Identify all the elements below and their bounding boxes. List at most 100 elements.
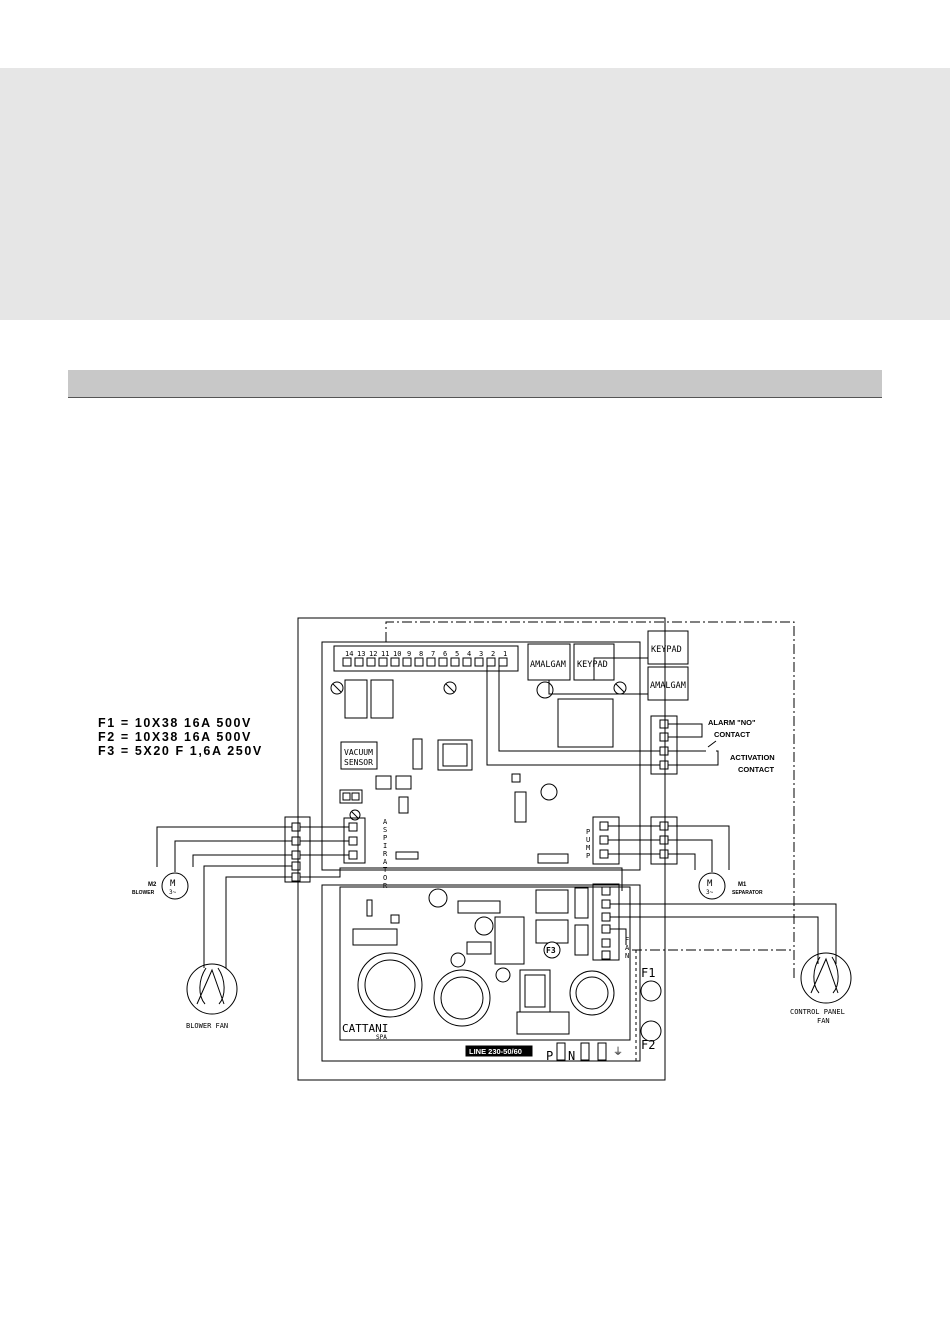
terminal-number: 10 — [393, 650, 401, 658]
fan-output-wire — [300, 867, 623, 891]
board-to-contact-wire-1 — [498, 666, 660, 752]
blower-motor-icon — [161, 872, 189, 900]
terminal-number: 8 — [419, 650, 423, 658]
blower-motor-wire-2 — [174, 840, 292, 872]
control-fan-wire-2 — [610, 916, 819, 964]
separator-wire-1 — [668, 825, 730, 870]
aspirator-label: A S P I R A T O R — [383, 818, 388, 890]
upper-components — [330, 679, 627, 864]
motor-m1-sub: 3~ — [706, 889, 714, 896]
control-panel-fan-blades — [810, 956, 839, 994]
terminal-numbers: 14 13 12 11 10 9 8 7 6 5 4 3 2 1 — [345, 650, 507, 658]
motor-m2-sub: 3~ — [169, 889, 177, 896]
fan-label: F A N — [625, 936, 630, 960]
dashdot-enclosure — [385, 621, 795, 980]
terminal-number: 4 — [467, 650, 471, 658]
screw-icon — [443, 681, 457, 695]
terminal-number: 1 — [503, 650, 507, 658]
section-title-bar — [68, 370, 882, 398]
fuse-spec-f1: F1 = 10X38 16A 500V — [98, 716, 252, 730]
control-fan-wire-3 — [610, 928, 627, 945]
terminal-number: 9 — [407, 650, 411, 658]
ground-icon: ⏚ — [613, 1046, 623, 1058]
n-terminal — [580, 1042, 590, 1061]
amalgam-connector-label: AMALGAM — [530, 660, 566, 670]
amalgam-box — [647, 666, 689, 701]
pump-letter: P — [586, 828, 590, 836]
alarm-label-1: ALARM "NO" — [708, 718, 756, 727]
separator-wire-2 — [668, 839, 713, 872]
terminal-strip — [333, 645, 519, 672]
pump-letter: U — [586, 836, 590, 844]
control-panel-fan-icon — [800, 952, 852, 1004]
aspirator-letter: P — [383, 834, 387, 842]
blower-fan-blades — [196, 967, 225, 1005]
blower-fan-label: BLOWER FAN — [186, 1022, 228, 1030]
keypad-box — [647, 630, 689, 665]
brand-label: CATTANI — [342, 1022, 388, 1035]
terminal-number: 3 — [479, 650, 483, 658]
pump-label: P U M P — [586, 828, 590, 860]
control-panel-fan-label-2: FAN — [817, 1017, 830, 1025]
motor-m1-name: SEPARATOR — [732, 890, 763, 896]
separator-wire-3 — [668, 853, 696, 870]
vacuum-sensor-label-2: SENSOR — [344, 758, 373, 767]
control-fan-wire-1 — [610, 903, 837, 964]
upper-board — [321, 641, 641, 871]
separator-motor-icon — [698, 872, 726, 900]
keypad-wire — [593, 657, 648, 680]
aspirator-letter: A — [383, 858, 388, 866]
left-terminal-block — [284, 816, 311, 883]
aspirator-letter: S — [383, 826, 387, 834]
motor-m1-symbol: M — [707, 879, 713, 889]
aspirator-letter: T — [383, 866, 388, 874]
f3-label: F3 — [546, 946, 556, 955]
terminal-number: 6 — [443, 650, 447, 658]
blower-motor-wire-1 — [156, 826, 292, 867]
aspirator-letter: R — [383, 850, 388, 858]
pump-letter: M — [586, 844, 590, 852]
terminal-number: 13 — [357, 650, 365, 658]
motor-m1-label: M1 — [738, 882, 747, 888]
aspirator-letter: O — [383, 874, 387, 882]
f1-fuse — [640, 980, 662, 1002]
fuse-specifications: F1 = 10X38 16A 500V F2 = 10X38 16A 500V … — [98, 716, 298, 758]
f3-fuse — [543, 941, 561, 959]
control-panel-fan-label-1: CONTROL PANEL — [790, 1008, 845, 1016]
alarm-label-2: CONTACT — [714, 730, 751, 739]
aspirator-letter: A — [383, 818, 388, 826]
f2-fuse — [640, 1020, 662, 1042]
terminal-number: 14 — [345, 650, 353, 658]
activation-wire — [668, 740, 719, 766]
alarm-wire — [668, 723, 703, 738]
enclosure-outline — [297, 617, 666, 1081]
amalgam-label: AMALGAM — [650, 681, 686, 691]
keypad-connector-label: KEYPAD — [577, 660, 608, 670]
activation-label-2: CONTACT — [738, 765, 775, 774]
p-terminal-label: P — [546, 1049, 553, 1063]
lower-components — [352, 887, 615, 1035]
aspirator-letter: I — [383, 842, 387, 850]
board-to-contact-wire-2 — [486, 666, 660, 766]
vacuum-sensor-label-1: VACUUM — [344, 748, 373, 757]
fan-letter: F — [625, 936, 629, 944]
screw-icon — [349, 809, 361, 821]
vacuum-sensor-box — [340, 741, 378, 770]
line-label: LINE 230-50/60 — [469, 1047, 522, 1056]
terminal-number: 11 — [381, 650, 389, 658]
activation-label-1: ACTIVATION — [730, 753, 775, 762]
header-band — [0, 68, 950, 320]
blower-fan-icon — [186, 963, 238, 1015]
fan-letter: N — [625, 952, 629, 960]
p-terminal — [556, 1042, 566, 1061]
f2-label: F2 — [641, 1038, 655, 1052]
contact-terminal-block — [650, 715, 678, 775]
blower-fan-wire-2 — [225, 876, 292, 968]
motor-m2-symbol: M — [170, 879, 176, 889]
fan-connector — [592, 883, 620, 961]
pump-letter: P — [586, 852, 590, 860]
terminal-number: 5 — [455, 650, 459, 658]
terminal-number: 7 — [431, 650, 435, 658]
f1-label: F1 — [641, 966, 655, 980]
